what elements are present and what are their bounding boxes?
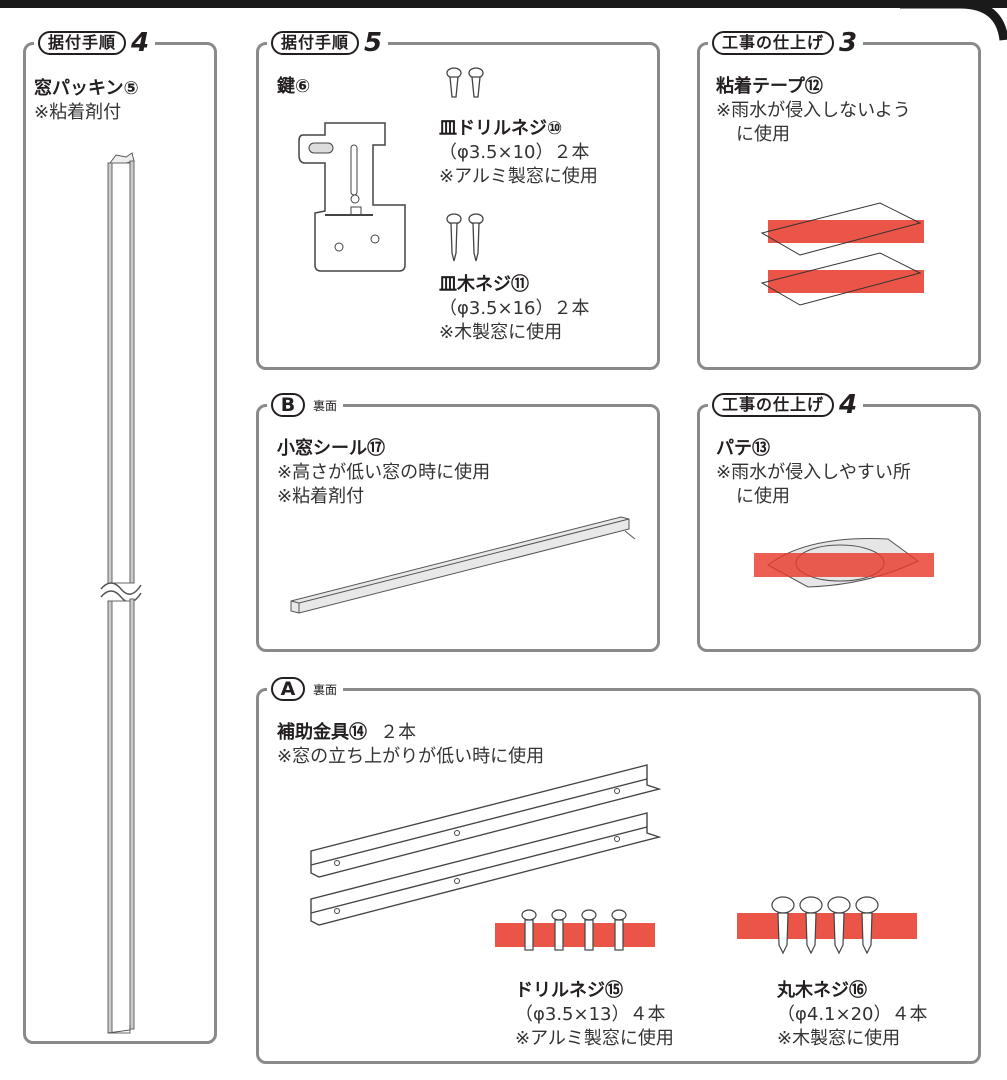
- panel-finish-step-3: 工事の仕上げ 3 粘着テープ⑫ ※雨水が侵入しないよう に使用: [697, 29, 981, 370]
- panel-back-b: B 裏面 小窓シール⑰ ※高さが低い窓の時に使用 ※粘着剤付: [256, 391, 660, 652]
- part-text: 小窓シール⑰ ※高さが低い窓の時に使用 ※粘着剤付: [277, 437, 490, 509]
- adhesive-tape-illustration: [760, 202, 924, 306]
- section-letter: A: [271, 677, 305, 701]
- part-title: 補助金具⑭: [277, 722, 367, 743]
- part-title: 窓パッキン⑤: [34, 78, 139, 99]
- drill-screw-info: 皿ドリルネジ⑩ （φ3.5×10）２本 ※アルミ製窓に使用: [439, 117, 598, 189]
- wood-screw-info: 皿木ネジ⑪ （φ3.5×16）２本 ※木製窓に使用: [439, 273, 590, 345]
- panel-install-step-4: 据付手順 4 窓パッキン⑤ ※粘着剤付: [23, 29, 217, 1044]
- drill-screw-spec: （φ3.5×10）２本: [439, 142, 590, 163]
- wood-screw-spec: （φ3.5×16）２本: [439, 298, 590, 319]
- step-number: 5: [364, 28, 383, 58]
- round-wood-screws-illustration: [737, 896, 917, 955]
- countersunk-wood-screw-icons: [446, 213, 484, 262]
- key-title: 鍵⑥: [277, 76, 311, 97]
- wood-screw-note: ※木製窓に使用: [439, 322, 563, 343]
- small-window-seal-illustration: [290, 516, 636, 614]
- drill-screw-note: ※アルミ製窓に使用: [439, 166, 598, 187]
- header-corner-curve: [900, 0, 1007, 41]
- part-title: 小窓シール⑰: [277, 438, 385, 459]
- round-wood-screw-info: 丸木ネジ⑯ （φ4.1×20）４本 ※木製窓に使用: [777, 979, 928, 1051]
- part-text: 窓パッキン⑤ ※粘着剤付: [34, 77, 139, 125]
- drill-screw-info: ドリルネジ⑮ （φ3.5×13）４本 ※アルミ製窓に使用: [515, 979, 674, 1051]
- window-packing-illustration: [100, 152, 142, 1034]
- step-pill: 据付手順: [38, 31, 127, 55]
- step-number: 3: [839, 28, 858, 58]
- part-note: ※粘着剤付: [34, 102, 122, 123]
- panel-back-a: A 裏面 補助金具⑭ ２本 ※窓の立ち上がりが低い時に使用 ドリルネジ⑮ （φ3…: [256, 675, 981, 1064]
- part-note: ※高さが低い窓の時に使用: [277, 462, 491, 483]
- panel-label: 据付手順 4: [34, 28, 156, 58]
- panel-label: B 裏面: [267, 391, 344, 419]
- drill-screw-note: ※アルミ製窓に使用: [515, 1028, 674, 1049]
- panel-finish-step-4: 工事の仕上げ 4 パテ⑬ ※雨水が侵入しやすい所 に使用: [697, 391, 981, 652]
- drill-screw-title: 皿ドリルネジ⑩: [439, 118, 563, 139]
- part-note: ※雨水が侵入しやすい所: [716, 462, 911, 483]
- part-text: パテ⑬ ※雨水が侵入しやすい所 に使用: [716, 437, 911, 509]
- step-pill: 据付手順: [271, 31, 360, 55]
- part-title: 粘着テープ⑫: [716, 76, 823, 97]
- auxiliary-bracket-illustration: [310, 764, 662, 926]
- section-letter: B: [271, 393, 305, 417]
- putty-pack-illustration: [754, 538, 934, 588]
- drill-screws-illustration: [495, 909, 655, 951]
- part-count: ２本: [380, 722, 417, 743]
- part-title: パテ⑬: [716, 438, 770, 459]
- header-bar: [0, 0, 1007, 8]
- part-note: に使用: [736, 486, 790, 507]
- key-bracket-illustration: [298, 122, 406, 272]
- panel-install-step-5: 据付手順 5 鍵⑥ 皿ドリルネジ⑩ （φ3.5×10）２本 ※アルミ製窓に使用 …: [256, 29, 660, 370]
- round-wood-screw-note: ※木製窓に使用: [777, 1028, 901, 1049]
- panel-label: A 裏面: [267, 675, 344, 703]
- back-side-label: 裏面: [313, 398, 338, 413]
- countersunk-drill-screw-icons: [446, 67, 484, 98]
- panel-label: 工事の仕上げ 4: [708, 390, 864, 420]
- panel-label: 工事の仕上げ 3: [708, 28, 864, 58]
- step-pill: 工事の仕上げ: [712, 31, 835, 55]
- wood-screw-title: 皿木ネジ⑪: [439, 274, 529, 295]
- step-pill: 工事の仕上げ: [712, 393, 835, 417]
- part-text: 補助金具⑭ ２本 ※窓の立ち上がりが低い時に使用: [277, 721, 544, 769]
- part-note: に使用: [736, 124, 790, 145]
- part-note: ※雨水が侵入しないよう: [716, 100, 911, 121]
- drill-screw-spec: （φ3.5×13）４本: [515, 1004, 666, 1025]
- part-note: ※窓の立ち上がりが低い時に使用: [277, 746, 545, 767]
- panel-label: 据付手順 5: [267, 28, 389, 58]
- drill-screw-title: ドリルネジ⑮: [515, 980, 623, 1001]
- round-wood-screw-title: 丸木ネジ⑯: [777, 980, 867, 1001]
- part-note: ※粘着剤付: [277, 486, 365, 507]
- back-side-label: 裏面: [313, 682, 338, 697]
- round-wood-screw-spec: （φ4.1×20）４本: [777, 1004, 928, 1025]
- part-text: 粘着テープ⑫ ※雨水が侵入しないよう に使用: [716, 75, 911, 147]
- step-number: 4: [839, 390, 858, 420]
- step-number: 4: [131, 28, 150, 58]
